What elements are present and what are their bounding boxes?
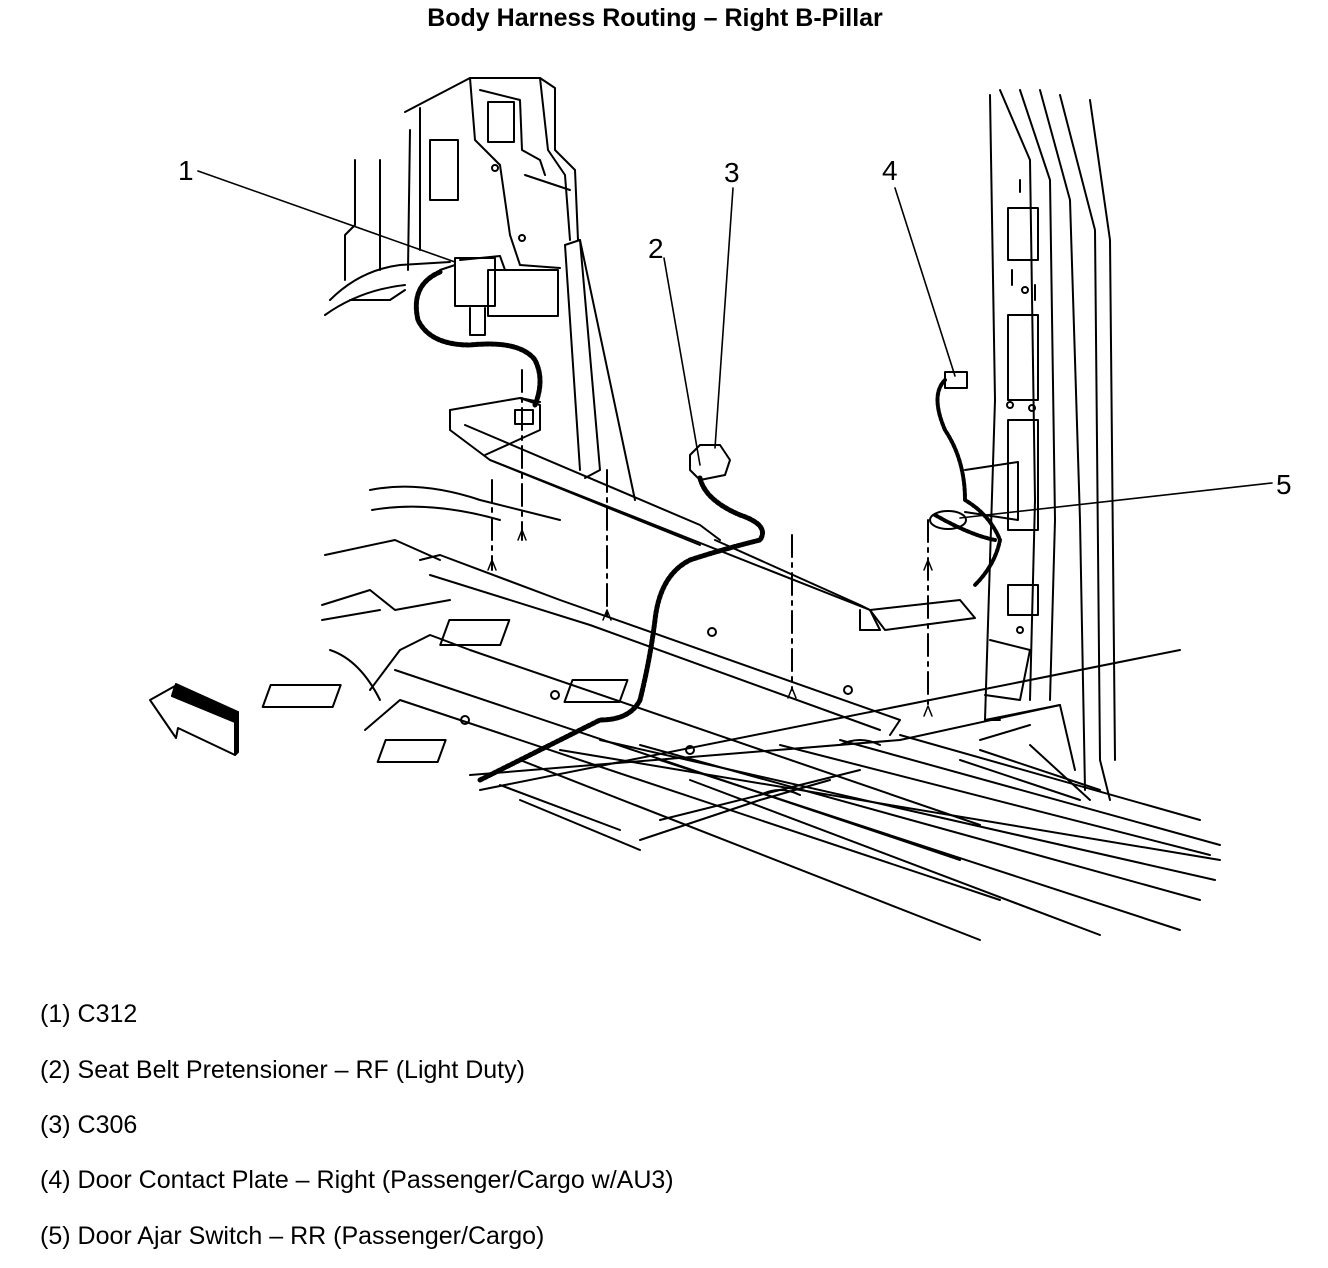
legend-item-4: (4) Door Contact Plate – Right (Passenge… <box>40 1166 674 1194</box>
fastener-centerlines <box>492 370 928 710</box>
legend-item-5: (5) Door Ajar Switch – RR (Passenger/Car… <box>40 1222 545 1250</box>
callout-3: 3 <box>724 157 740 188</box>
harness-c312 <box>416 272 540 405</box>
callout-leaders <box>198 171 1272 518</box>
left-pillar-structure <box>325 78 578 315</box>
harness-routing-diagram: 1 2 3 4 5 <box>0 40 1292 970</box>
legend-item-2: (2) Seat Belt Pretensioner – RF (Light D… <box>40 1056 525 1084</box>
door-ajar-switch <box>930 511 966 529</box>
callout-5: 5 <box>1276 469 1292 500</box>
fastener-marks <box>488 530 932 716</box>
legend-item-3: (3) C306 <box>40 1111 138 1139</box>
callout-2: 2 <box>648 233 664 264</box>
right-b-pillar <box>980 90 1115 800</box>
center-pillar <box>565 240 635 500</box>
harness-c306 <box>480 478 763 780</box>
connector-c312 <box>440 256 558 335</box>
front-direction-arrow-icon <box>150 684 238 755</box>
callout-1: 1 <box>178 155 194 186</box>
harness-door-contact <box>938 380 1001 585</box>
connector-c306 <box>690 445 730 480</box>
legend-item-1: (1) C312 <box>40 1000 138 1028</box>
cross-member <box>450 398 975 630</box>
callout-4: 4 <box>882 155 898 186</box>
diagram-title: Body Harness Routing – Right B-Pillar <box>427 4 883 32</box>
floor-rocker-panel <box>263 487 1220 940</box>
